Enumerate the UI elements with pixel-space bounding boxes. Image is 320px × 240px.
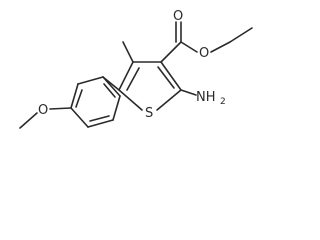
bond-ph-3 [70,107,89,128]
bond-o-ch2 [210,41,231,53]
bond-c2-n [180,89,197,96]
atom-nh2-subscript: 2 [220,97,226,107]
bond-o-ch3 [19,112,38,129]
atom-o-ester: O [199,46,209,61]
bond-ph-1 [77,76,104,85]
bond-c2-c3 [160,61,182,91]
bond-ph-4-double [89,115,110,122]
bond-ch2-ch3 [229,27,253,43]
atom-labels: O O S NH 2 O [38,9,226,121]
bond-s-c2 [156,89,182,111]
bond-ph-5 [112,95,121,121]
bond-c4-c5-double [126,67,140,91]
bond-c3-carbonyl [160,41,182,63]
bond-carbonyl-o-single [180,41,198,53]
bond-ph-2 [70,83,79,109]
chemical-structure-diagram: O O S NH 2 O [19,9,253,129]
bond-ph-6-double [103,83,116,98]
atom-s-ring: S [145,106,153,121]
bond-ph-6 [102,76,121,97]
bond-c2-c3-double [157,66,175,89]
bond-c4-c5 [118,61,134,91]
bond-ph-ometh [49,107,72,110]
atom-o-carbonyl: O [173,9,183,24]
atom-o-methoxy: O [38,103,48,118]
bond-c4-methyl [122,41,134,63]
atom-nh2: NH [196,90,216,105]
bond-ph-2-double [75,89,83,108]
bond-c5-s [118,89,143,111]
bond-lines [19,21,253,129]
bond-ph-4 [87,119,114,128]
